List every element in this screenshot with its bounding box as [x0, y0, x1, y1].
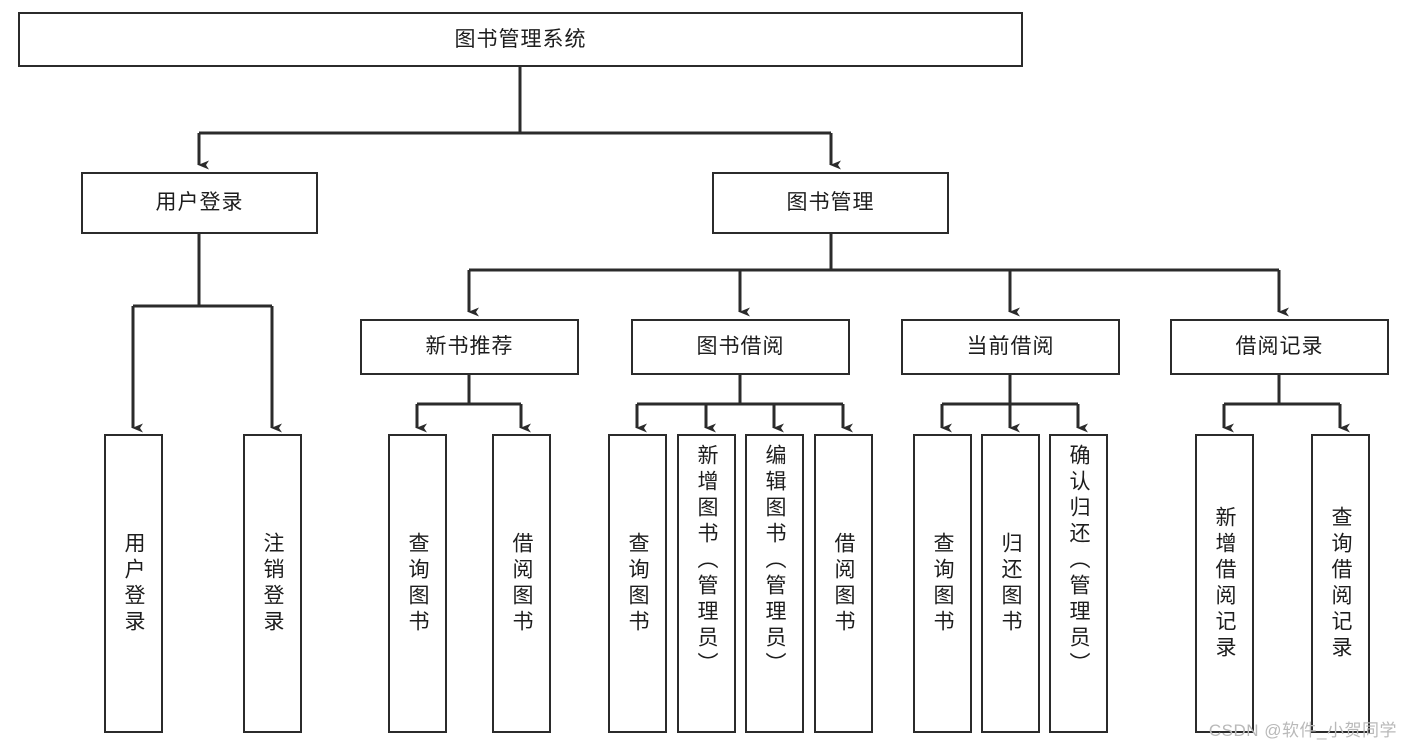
node-leaf-nb-borrow-book-label: 借阅图书: [510, 531, 533, 636]
node-leaf-bb-borrow-book-label: 借阅图书: [832, 531, 855, 636]
watermark-text: CSDN @软件_小贺同学: [1208, 721, 1397, 740]
node-leaf-bb-add-book[interactable]: 新增图书（管理员）: [677, 434, 736, 733]
node-root[interactable]: 图书管理系统: [18, 12, 1023, 67]
node-leaf-cb-confirm-return-label: 确认归还（管理员）: [1067, 444, 1090, 678]
node-leaf-user-login[interactable]: 用户登录: [104, 434, 163, 733]
node-leaf-bb-edit-book-label: 编辑图书（管理员）: [763, 444, 786, 678]
node-borrow-record-label: 借阅记录: [1235, 335, 1324, 359]
node-leaf-br-query-record-label: 查询借阅记录: [1329, 505, 1352, 662]
node-leaf-logout[interactable]: 注销登录: [243, 434, 302, 733]
node-leaf-bb-edit-book[interactable]: 编辑图书（管理员）: [745, 434, 804, 733]
node-leaf-br-add-record-label: 新增借阅记录: [1213, 505, 1236, 662]
node-leaf-nb-borrow-book[interactable]: 借阅图书: [492, 434, 551, 733]
node-leaf-bb-query-book-label: 查询图书: [626, 531, 649, 636]
node-leaf-nb-query-book[interactable]: 查询图书: [388, 434, 447, 733]
node-leaf-user-login-label: 用户登录: [122, 531, 145, 636]
node-leaf-cb-query-book-label: 查询图书: [931, 531, 954, 636]
node-leaf-cb-return-book-label: 归还图书: [999, 531, 1022, 636]
node-current-borrow[interactable]: 当前借阅: [901, 319, 1120, 375]
node-book-manage-label: 图书管理: [786, 191, 875, 215]
node-book-borrow[interactable]: 图书借阅: [631, 319, 850, 375]
node-leaf-cb-return-book[interactable]: 归还图书: [981, 434, 1040, 733]
node-leaf-cb-confirm-return[interactable]: 确认归还（管理员）: [1049, 434, 1108, 733]
node-leaf-bb-query-book[interactable]: 查询图书: [608, 434, 667, 733]
node-leaf-cb-query-book[interactable]: 查询图书: [913, 434, 972, 733]
node-root-label: 图书管理系统: [454, 27, 587, 51]
node-current-borrow-label: 当前借阅: [966, 335, 1055, 359]
node-user-login[interactable]: 用户登录: [81, 172, 318, 234]
node-new-book-recommend[interactable]: 新书推荐: [360, 319, 579, 375]
node-new-book-recommend-label: 新书推荐: [425, 335, 514, 359]
node-book-borrow-label: 图书借阅: [696, 335, 785, 359]
node-leaf-bb-borrow-book[interactable]: 借阅图书: [814, 434, 873, 733]
node-leaf-br-add-record[interactable]: 新增借阅记录: [1195, 434, 1254, 733]
node-leaf-nb-query-book-label: 查询图书: [406, 531, 429, 636]
node-book-manage[interactable]: 图书管理: [712, 172, 949, 234]
node-leaf-bb-add-book-label: 新增图书（管理员）: [695, 444, 718, 678]
node-borrow-record[interactable]: 借阅记录: [1170, 319, 1389, 375]
node-leaf-logout-label: 注销登录: [261, 531, 284, 636]
node-user-login-label: 用户登录: [155, 191, 244, 215]
node-leaf-br-query-record[interactable]: 查询借阅记录: [1311, 434, 1370, 733]
